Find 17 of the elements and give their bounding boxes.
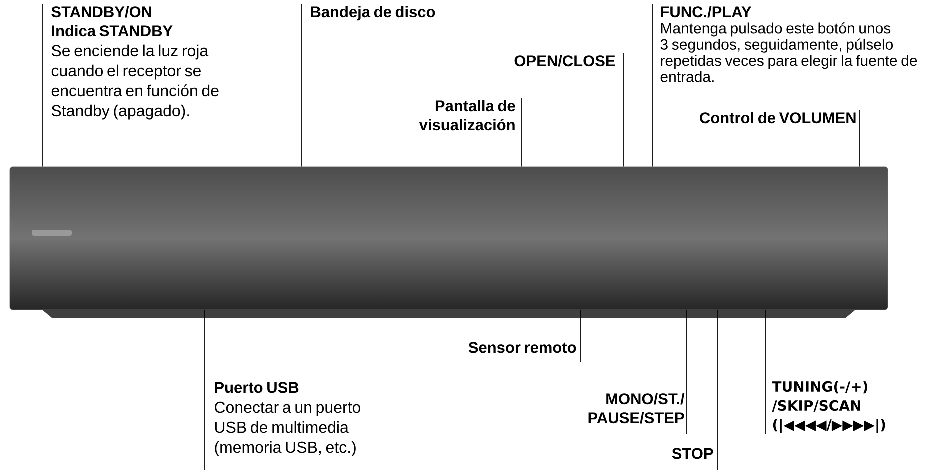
leader-line xyxy=(42,4,44,168)
callout-text: STANDBY/ON Indica STANDBY Se enciende la luz roja cuando el receptor se encuentra en función de Standby (apagado). xyxy=(52,6,219,120)
callout-text: FUNC./PLAY Mantenga pulsado este botón unos 3 segundos, seguidamente, púlselo repetidas veces para elegir la fuente de entrada. xyxy=(660,6,918,82)
callout-label: Bandeja de disco xyxy=(311,6,436,21)
leader-line xyxy=(686,310,688,434)
callout-label: STOP xyxy=(672,448,714,460)
callout-label: MONO/ST./ PAUSE/STEP xyxy=(588,393,685,424)
callout-text: Puerto USB Conectar a un puerto USB de multimedia (memoria USB, etc.) xyxy=(215,382,360,456)
leader-line xyxy=(580,310,582,362)
callout-label: Sensor remoto xyxy=(468,342,576,354)
callout-label: TUNING(-/+) /SKIP/SCAN (|◀◀◀◀/▶▶▶▶|) xyxy=(772,381,886,434)
leader-line xyxy=(204,310,206,470)
leader-line xyxy=(652,4,654,168)
callout-label: Pantalla de visualización xyxy=(419,100,516,131)
receiver-drawing xyxy=(10,166,888,318)
callout-label: OPEN/CLOSE xyxy=(514,55,616,67)
callout-label: Control de VOLUMEN xyxy=(700,112,856,124)
